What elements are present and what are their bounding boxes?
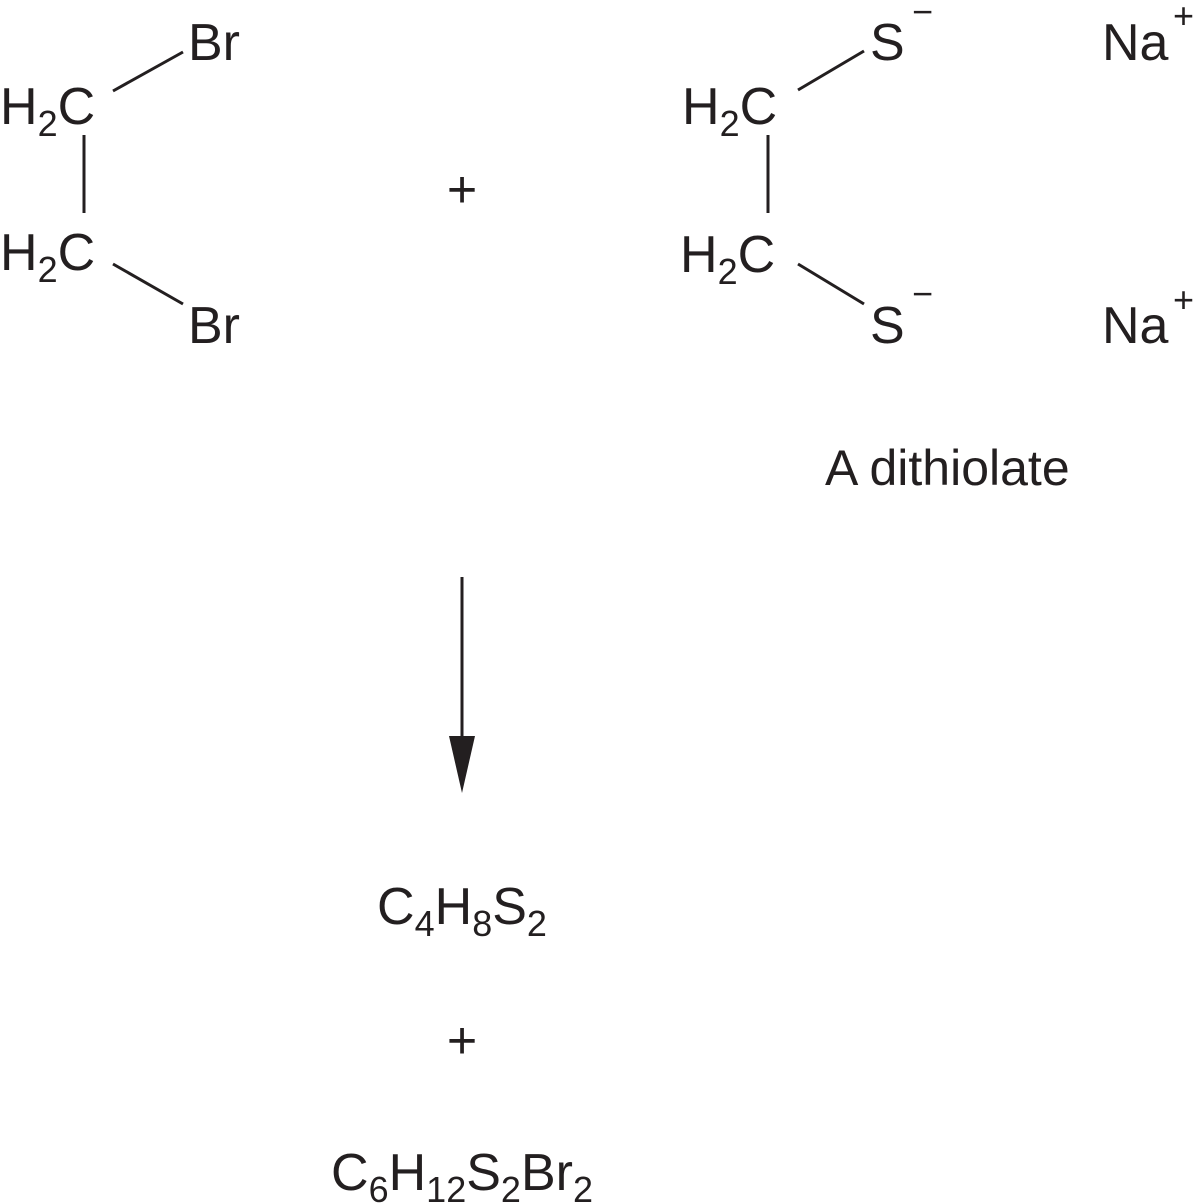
product-formula-1: C4H8S2: [377, 878, 547, 944]
reactant-dithiolate: H2C H2C S − S − Na + Na + A dithiolate: [680, 0, 1194, 496]
sodium-ion-top: Na: [1102, 14, 1169, 72]
r2-top-c-s-bond: [797, 49, 865, 92]
plus-sign-reactants: +: [447, 161, 477, 219]
r2-bottom-sulfur-charge: −: [912, 273, 933, 314]
r2-top-sulfur-charge: −: [912, 0, 933, 32]
r2-bottom-sulfur-label: S: [870, 297, 905, 355]
dithiolate-caption: A dithiolate: [825, 440, 1070, 496]
sodium-ion-bottom: Na: [1102, 297, 1169, 355]
r2-bottom-carbon-label: H2C: [680, 226, 775, 292]
r1-top-c-br-bond: [112, 50, 184, 93]
reactant-dibromoethane: H2C H2C Br Br: [0, 14, 240, 355]
product-formula-2: C6H12S2Br2: [331, 1144, 593, 1204]
sodium-ion-bottom-charge: +: [1173, 279, 1194, 320]
r1-top-carbon-label: H2C: [0, 78, 95, 144]
r2-bottom-c-s-bond: [797, 262, 865, 306]
r1-bottom-carbon-label: H2C: [0, 224, 95, 290]
r2-top-carbon-label: H2C: [682, 78, 777, 144]
r1-top-bromine-label: Br: [188, 14, 240, 72]
r2-top-sulfur-label: S: [870, 14, 905, 72]
plus-sign-products: +: [447, 1012, 477, 1070]
r1-bottom-c-br-bond: [112, 262, 184, 306]
reaction-arrow-head: [449, 736, 475, 793]
sodium-ion-top-charge: +: [1173, 0, 1194, 36]
reaction-arrow: [449, 577, 475, 793]
r1-bottom-bromine-label: Br: [188, 297, 240, 355]
